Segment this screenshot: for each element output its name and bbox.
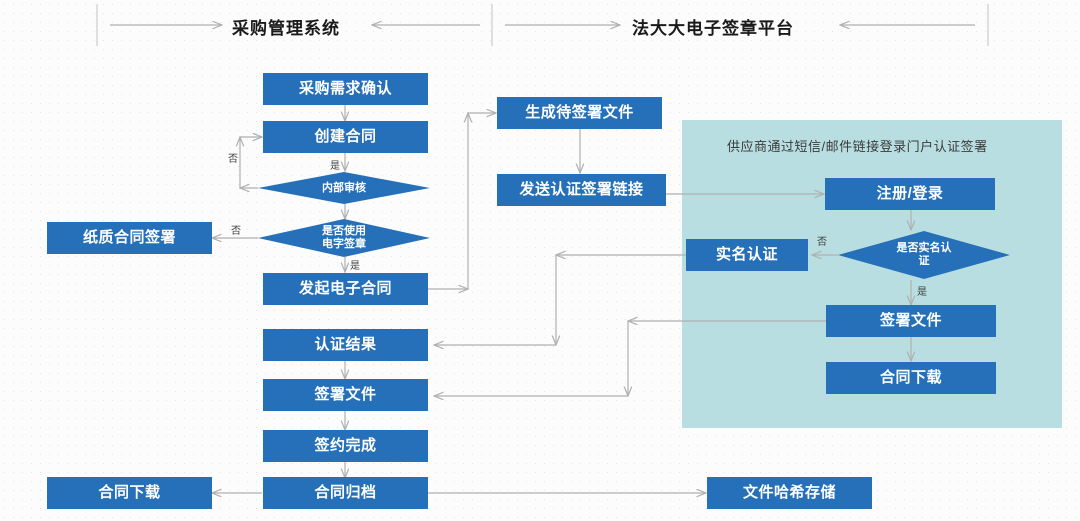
node-paper-contract[interactable]: 纸质合同签署 [47, 222, 212, 254]
edge-label-review-no: 否 [228, 154, 238, 165]
node-download-left[interactable]: 合同下载 [47, 477, 212, 509]
node-initiate-econtract[interactable]: 发起电子合同 [263, 273, 428, 305]
node-generate-doc[interactable]: 生成待签署文件 [497, 97, 662, 129]
edge-label-realname-yes: 是 [917, 287, 927, 298]
node-realname-auth[interactable]: 实名认证 [686, 239, 808, 271]
edge-label-esign-yes: 是 [350, 261, 360, 272]
decision-use-esign[interactable]: 是否使用 电字签章 [258, 219, 430, 257]
node-sign-doc-right[interactable]: 签署文件 [826, 305, 996, 337]
node-send-link[interactable]: 发送认证签署链接 [497, 174, 666, 206]
decision-internal-review-label: 内部审核 [322, 181, 366, 194]
header-title-right: 法大大电子签章平台 [632, 19, 794, 38]
header-title-left: 采购管理系统 [232, 19, 340, 38]
node-archive-contract[interactable]: 合同归档 [263, 477, 428, 509]
node-purchase-request[interactable]: 采购需求确认 [263, 73, 428, 105]
node-download-right[interactable]: 合同下载 [826, 362, 996, 394]
node-hash-storage[interactable]: 文件哈希存储 [707, 477, 872, 509]
edge-label-review-yes: 是 [330, 161, 340, 172]
platform-zone-note: 供应商通过短信/邮件链接登录门户认证签署 [727, 139, 988, 154]
decision-is-realname-label: 是否实名认 证 [896, 242, 952, 267]
node-auth-result[interactable]: 认证结果 [263, 329, 428, 361]
decision-use-esign-label: 是否使用 电字签章 [322, 225, 366, 250]
decision-is-realname[interactable]: 是否实名认 证 [838, 231, 1010, 279]
node-sign-doc-left[interactable]: 签署文件 [263, 379, 428, 411]
node-create-contract[interactable]: 创建合同 [263, 121, 428, 153]
node-register-login[interactable]: 注册/登录 [825, 178, 995, 210]
edge-label-esign-no: 否 [231, 226, 241, 237]
node-sign-complete[interactable]: 签约完成 [263, 430, 428, 462]
decision-internal-review[interactable]: 内部审核 [258, 172, 430, 204]
edge-label-realname-no: 否 [817, 237, 827, 248]
